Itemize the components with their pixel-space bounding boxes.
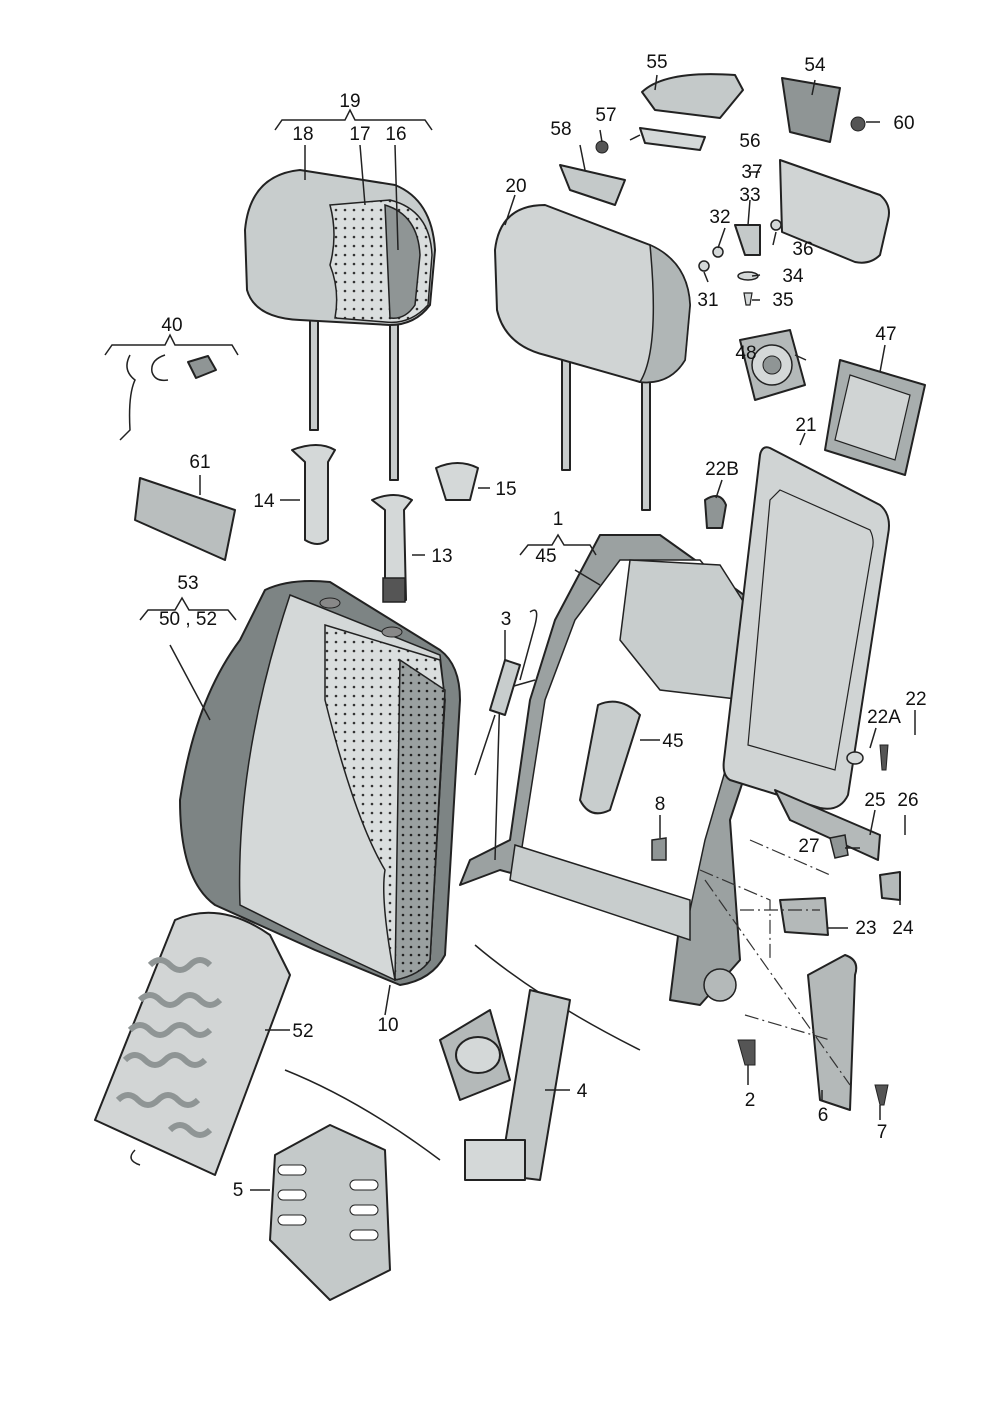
label-55: 55	[646, 52, 667, 73]
headrest-guides	[291, 444, 479, 603]
label-17: 17	[349, 124, 370, 145]
label-58: 58	[550, 119, 571, 140]
routing-lines	[699, 839, 851, 1086]
label-33: 33	[739, 185, 760, 206]
speaker	[739, 329, 806, 401]
label-13: 13	[431, 546, 452, 567]
label-32: 32	[709, 207, 730, 228]
label-19: 19	[339, 91, 360, 112]
label-48: 48	[735, 343, 756, 364]
label-40: 40	[161, 315, 182, 336]
label-6: 6	[818, 1105, 829, 1126]
backrest-panel	[722, 446, 890, 810]
part-number-labels: 19 18 17 16 20 40 61 14 15 13 53 50 , 52…	[159, 52, 927, 1201]
control-module	[824, 359, 926, 476]
label-15: 15	[495, 479, 516, 500]
small-parts-right	[651, 495, 901, 1111]
tension-spring	[474, 609, 538, 776]
label-22: 22	[905, 689, 926, 710]
label-4: 4	[577, 1081, 588, 1102]
label-24: 24	[892, 918, 914, 939]
label-18: 18	[292, 124, 313, 145]
label-60: 60	[893, 113, 914, 134]
heating-pad	[94, 911, 291, 1176]
label-20: 20	[505, 176, 526, 197]
label-56: 56	[739, 131, 760, 152]
label-card	[134, 477, 236, 561]
headrest	[494, 204, 691, 511]
label-27: 27	[798, 836, 819, 857]
headrest-perforated	[244, 169, 436, 481]
label-16: 16	[385, 124, 406, 145]
label-14: 14	[253, 491, 275, 512]
label-35: 35	[772, 290, 793, 311]
label-22b: 22B	[705, 459, 739, 480]
label-26: 26	[897, 790, 918, 811]
label-53: 53	[177, 573, 198, 594]
label-52: 52	[292, 1021, 313, 1042]
lumbar-adjuster	[439, 944, 641, 1181]
label-34: 34	[782, 266, 804, 287]
label-25: 25	[864, 790, 885, 811]
label-3: 3	[501, 609, 512, 630]
label-37: 37	[741, 162, 762, 183]
seatback-frame	[459, 534, 771, 1006]
label-21: 21	[795, 415, 816, 436]
label-54: 54	[804, 55, 826, 76]
label-8: 8	[655, 794, 666, 815]
label-50-52: 50 , 52	[159, 609, 217, 630]
label-47: 47	[875, 324, 896, 345]
seatback-cover	[179, 580, 461, 986]
label-45-frame: 45	[535, 546, 556, 567]
label-7: 7	[877, 1122, 888, 1143]
label-10: 10	[377, 1015, 398, 1036]
lumbar-support	[269, 1069, 441, 1301]
label-57: 57	[595, 105, 616, 126]
label-36: 36	[792, 239, 813, 260]
leader-lines	[104, 74, 916, 1191]
label-2: 2	[745, 1090, 756, 1111]
label-22a: 22A	[867, 707, 901, 728]
wire-clip-set	[119, 354, 217, 441]
label-23: 23	[855, 918, 876, 939]
label-1: 1	[553, 509, 564, 530]
label-45-motor: 45	[662, 731, 683, 752]
label-5: 5	[233, 1180, 244, 1201]
label-31: 31	[697, 290, 718, 311]
small-parts-top-right	[559, 73, 890, 306]
label-61: 61	[189, 452, 210, 473]
